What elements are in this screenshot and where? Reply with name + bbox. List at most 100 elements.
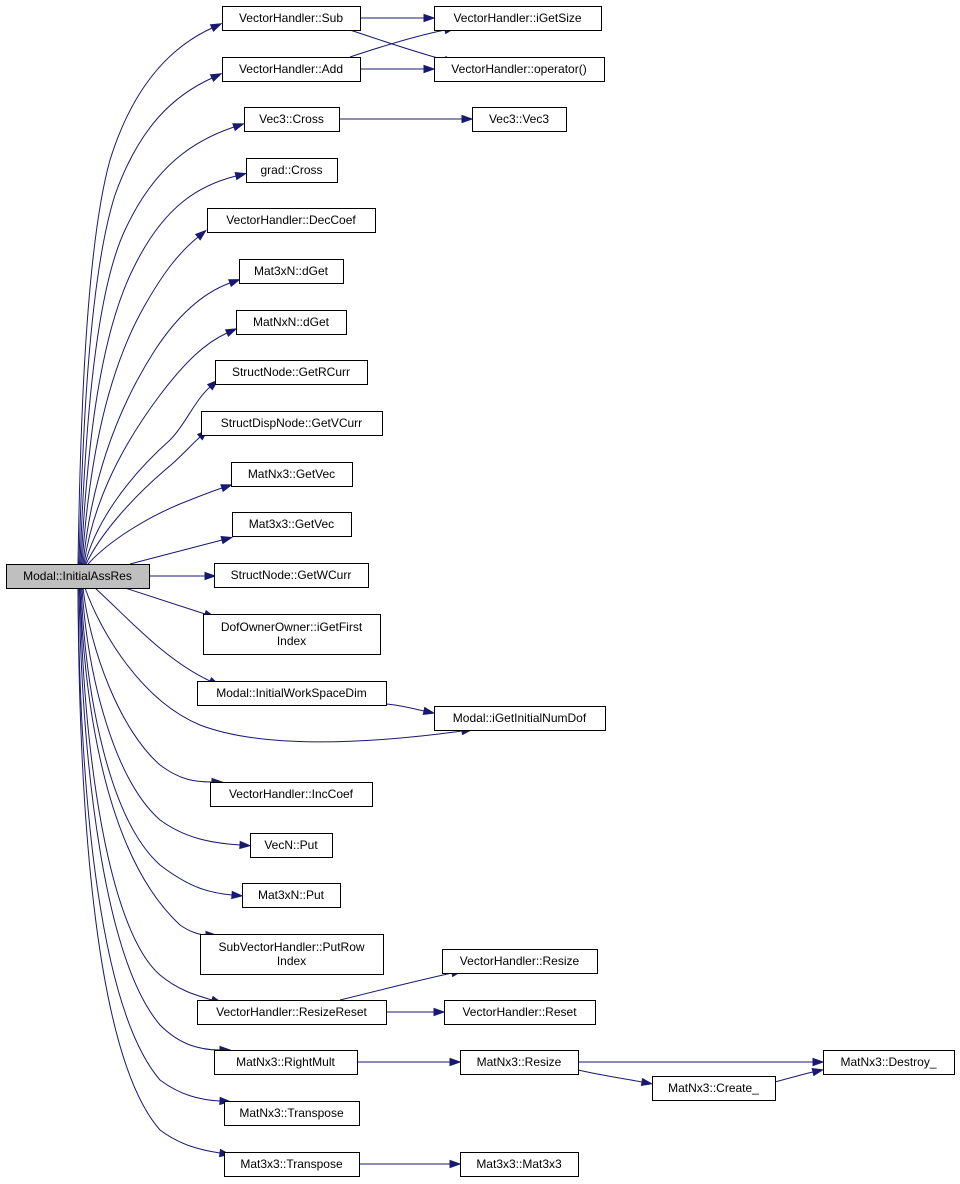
edge-root-to-sdn_getvcurr: [85, 429, 209, 565]
edge-root-to-modal_iwsd: [94, 587, 221, 686]
edge-line: [77, 27, 213, 565]
node-label: VectorHandler::Reset: [462, 1005, 577, 1019]
node-sdn-getvcurr[interactable]: StructDispNode::GetVCurr: [201, 411, 383, 436]
node-label: VectorHandler::IncCoef: [229, 787, 354, 801]
node-label: Modal::iGetInitialNumDof: [453, 711, 587, 725]
node-vh-add[interactable]: VectorHandler::Add: [222, 57, 361, 82]
edge-line: [87, 487, 223, 565]
node-box: [460, 1152, 579, 1177]
node-matnx3-rightmult[interactable]: MatNx3::RightMult: [214, 1050, 358, 1075]
node-matnx3-resize[interactable]: MatNx3::Resize: [460, 1050, 579, 1075]
edge-line: [81, 236, 199, 565]
edge-vh_add-to-vh_operator: [360, 64, 436, 74]
node-box: [442, 949, 598, 974]
edge-line: [81, 587, 241, 846]
node-vh-resize[interactable]: VectorHandler::Resize: [442, 949, 598, 974]
node-mat3x3-mat3x3[interactable]: Mat3x3::Mat3x3: [460, 1152, 579, 1177]
edge-root-to-matnx3_getvec: [87, 484, 233, 565]
edge-vh_sub-to-vh_igetsize: [360, 13, 436, 23]
arrowhead-icon: [422, 706, 436, 715]
arrowhead-icon: [423, 64, 436, 74]
edge-line: [349, 29, 446, 58]
node-vh-reset[interactable]: VectorHandler::Reset: [444, 1000, 596, 1025]
node-vh-deccoef[interactable]: VectorHandler::DecCoef: [207, 208, 376, 233]
node-label: Vec3::Cross: [259, 112, 324, 126]
arrowhead-icon: [812, 1057, 825, 1067]
node-box: [652, 1076, 776, 1101]
node-vh-igetsize[interactable]: VectorHandler::iGetSize: [434, 6, 602, 31]
node-box: [222, 6, 361, 31]
node-label: VecN::Put: [264, 838, 318, 852]
edge-line: [77, 587, 221, 1154]
node-box: [214, 1050, 358, 1075]
arrowhead-icon: [209, 73, 223, 83]
node-vec3-vec3[interactable]: Vec3::Vec3: [472, 107, 567, 132]
node-box: [250, 833, 333, 858]
node-mat3x3-transpose[interactable]: Mat3x3::Transpose: [224, 1152, 360, 1177]
node-modal-iwsd[interactable]: Modal::InitialWorkSpaceDim: [197, 681, 387, 706]
edge-line: [129, 539, 223, 565]
node-box: [224, 1152, 360, 1177]
node-matnxn-dget[interactable]: MatNxN::dGet: [236, 310, 347, 335]
arrowhead-icon: [449, 1057, 462, 1067]
node-mat3xn-put[interactable]: Mat3xN::Put: [242, 883, 341, 908]
edge-vh_add-to-vh_igetsize: [349, 26, 457, 58]
node-box: [222, 57, 361, 82]
edge-line: [82, 282, 231, 565]
node-label: VectorHandler::ResizeReset: [216, 1005, 367, 1019]
edge-root-to-vh_add: [78, 73, 223, 565]
edge-line: [385, 703, 425, 712]
arrowhead-icon: [224, 328, 238, 338]
edge-line: [79, 587, 207, 936]
node-matnx3-getvec[interactable]: MatNx3::GetVec: [231, 462, 353, 487]
node-vecn-put[interactable]: VecN::Put: [250, 833, 333, 858]
node-label: MatNx3::Resize: [477, 1055, 562, 1069]
node-box: [201, 411, 383, 436]
node-grad-cross[interactable]: grad::Cross: [246, 158, 338, 183]
node-vh-resizereset[interactable]: VectorHandler::ResizeReset: [197, 1000, 387, 1025]
node-sn-getrcurr[interactable]: StructNode::GetRCurr: [215, 360, 368, 385]
node-mat3x3-getvec[interactable]: Mat3x3::GetVec: [232, 512, 352, 537]
node-modal-igetinitialnumdof[interactable]: Modal::iGetInitialNumDof: [434, 706, 606, 731]
node-label: VectorHandler::DecCoef: [226, 213, 356, 227]
node-label: MatNxN::dGet: [253, 315, 330, 329]
node-vec3-cross[interactable]: Vec3::Cross: [244, 107, 340, 132]
edge-modal_iwsd-to-modal_igetinitialnumdof: [385, 703, 436, 715]
arrowhead-icon: [231, 890, 244, 900]
node-box: [6, 564, 150, 589]
node-box: [214, 563, 369, 588]
node-root[interactable]: Modal::InitialAssRes: [6, 564, 150, 589]
node-label: VectorHandler::operator(): [451, 62, 586, 76]
edge-root-to-mat3xn_put: [80, 587, 244, 900]
node-matnx3-transpose[interactable]: MatNx3::Transpose: [224, 1101, 360, 1126]
node-vh-operator[interactable]: VectorHandler::operator(): [434, 57, 605, 82]
edge-line: [82, 587, 213, 783]
edge-root-to-mat3xn_dget: [82, 279, 241, 565]
node-label: MatNx3::RightMult: [236, 1055, 335, 1069]
edge-matnx3_rightmult-to-matnx3_resize: [357, 1057, 462, 1067]
edge-root-to-vec3_cross: [79, 123, 245, 565]
node-vh-inccoef[interactable]: VectorHandler::IncCoef: [210, 782, 373, 807]
node-mat3xn-dget[interactable]: Mat3xN::dGet: [239, 259, 344, 284]
node-matnx3-create[interactable]: MatNx3::Create_: [652, 1076, 776, 1101]
edge-vec3_cross-to-vec3_vec3: [339, 114, 474, 124]
node-label: Modal::InitialWorkSpaceDim: [216, 686, 367, 700]
node-label: grad::Cross: [260, 163, 322, 177]
node-box: [246, 158, 338, 183]
node-label: VectorHandler::iGetSize: [453, 11, 581, 25]
node-label: VectorHandler::Add: [239, 62, 343, 76]
node-matnx3-destroy[interactable]: MatNx3::Destroy_: [823, 1050, 955, 1075]
edge-root-to-svh_putrow: [79, 587, 218, 940]
arrowhead-icon: [228, 279, 241, 288]
node-label: StructNode::GetRCurr: [232, 365, 350, 379]
node-box: [231, 462, 353, 487]
node-sn-getwcurr[interactable]: StructNode::GetWCurr: [214, 563, 369, 588]
edge-root-to-sn_getwcurr: [150, 571, 217, 581]
edge-vh_resizereset-to-vh_reset: [386, 1007, 446, 1017]
node-box: [203, 614, 381, 655]
node-vh-sub[interactable]: VectorHandler::Sub: [222, 6, 361, 31]
node-label: SubVectorHandler::PutRow: [218, 940, 364, 954]
arrowhead-icon: [234, 172, 248, 181]
